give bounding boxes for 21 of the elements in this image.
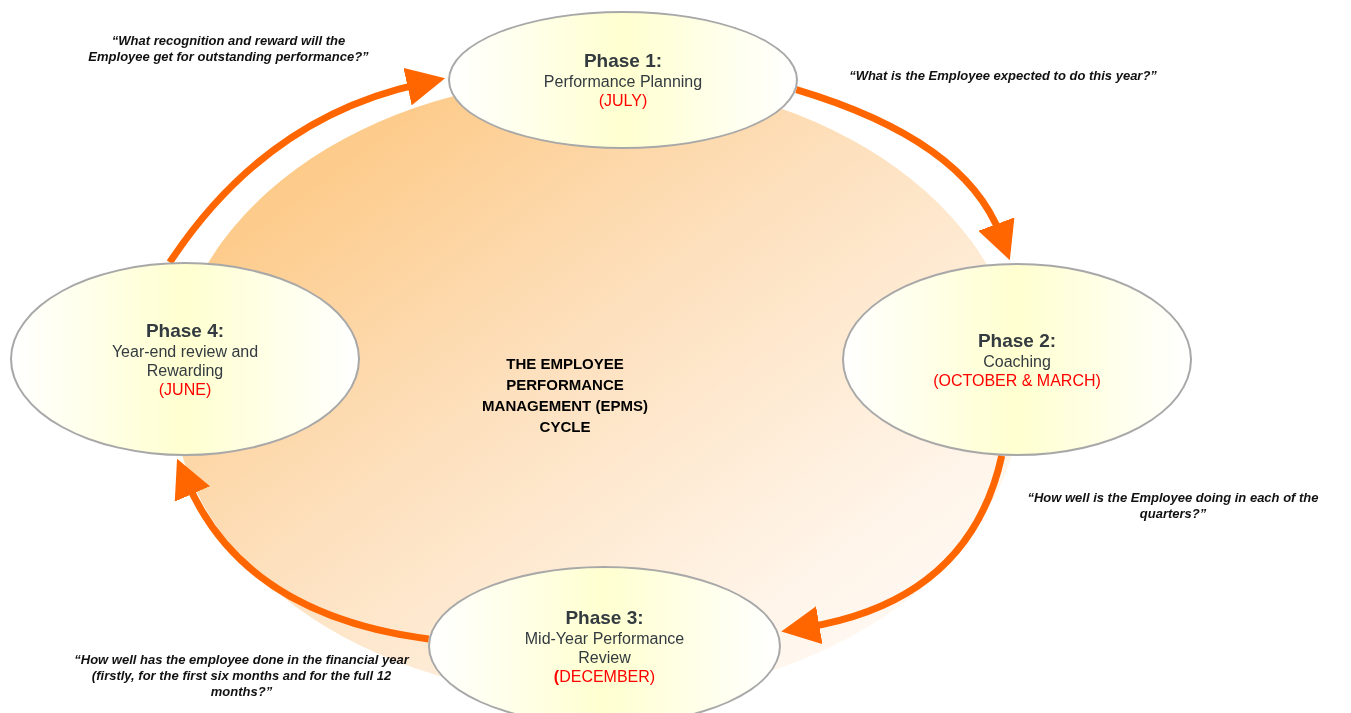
phase-name: Year-end review and Rewarding	[110, 341, 260, 380]
phase-heading: Phase 1:	[583, 50, 663, 72]
phase-heading: Phase 2:	[977, 329, 1057, 352]
cycle-arrow	[781, 454, 1006, 644]
phase-name: Coaching	[983, 351, 1051, 371]
question-note: “What recognition and reward will the Employee get for outstanding performance?”	[87, 33, 370, 65]
phase-month: (DECEMBER)	[553, 666, 656, 686]
cycle-arrow	[795, 86, 1014, 260]
cycle-arrow	[166, 68, 445, 265]
phase-month: (JULY)	[598, 91, 648, 110]
question-note: “What is the Employee expected to do this year?”	[848, 68, 1158, 84]
phase-name: Mid-Year Performance Review	[523, 628, 686, 667]
phase-month: (JUNE)	[158, 379, 212, 399]
phase-name: Performance Planning	[543, 72, 703, 91]
phase-heading: Phase 3:	[565, 606, 644, 629]
cycle-title: THE EMPLOYEE PERFORMANCE MANAGEMENT (EPMS) CYCLE	[481, 354, 649, 437]
phase-heading: Phase 4:	[145, 319, 225, 342]
cycle-arrow	[175, 459, 430, 643]
question-note: “How well has the employee done in the financial year (firstly, for the first six months and for the full 12 months?”	[74, 652, 409, 700]
question-note: “How well is the Employee doing in each of the quarters?”	[1026, 490, 1320, 522]
phase-month: (OCTOBER & MARCH)	[933, 370, 1101, 390]
